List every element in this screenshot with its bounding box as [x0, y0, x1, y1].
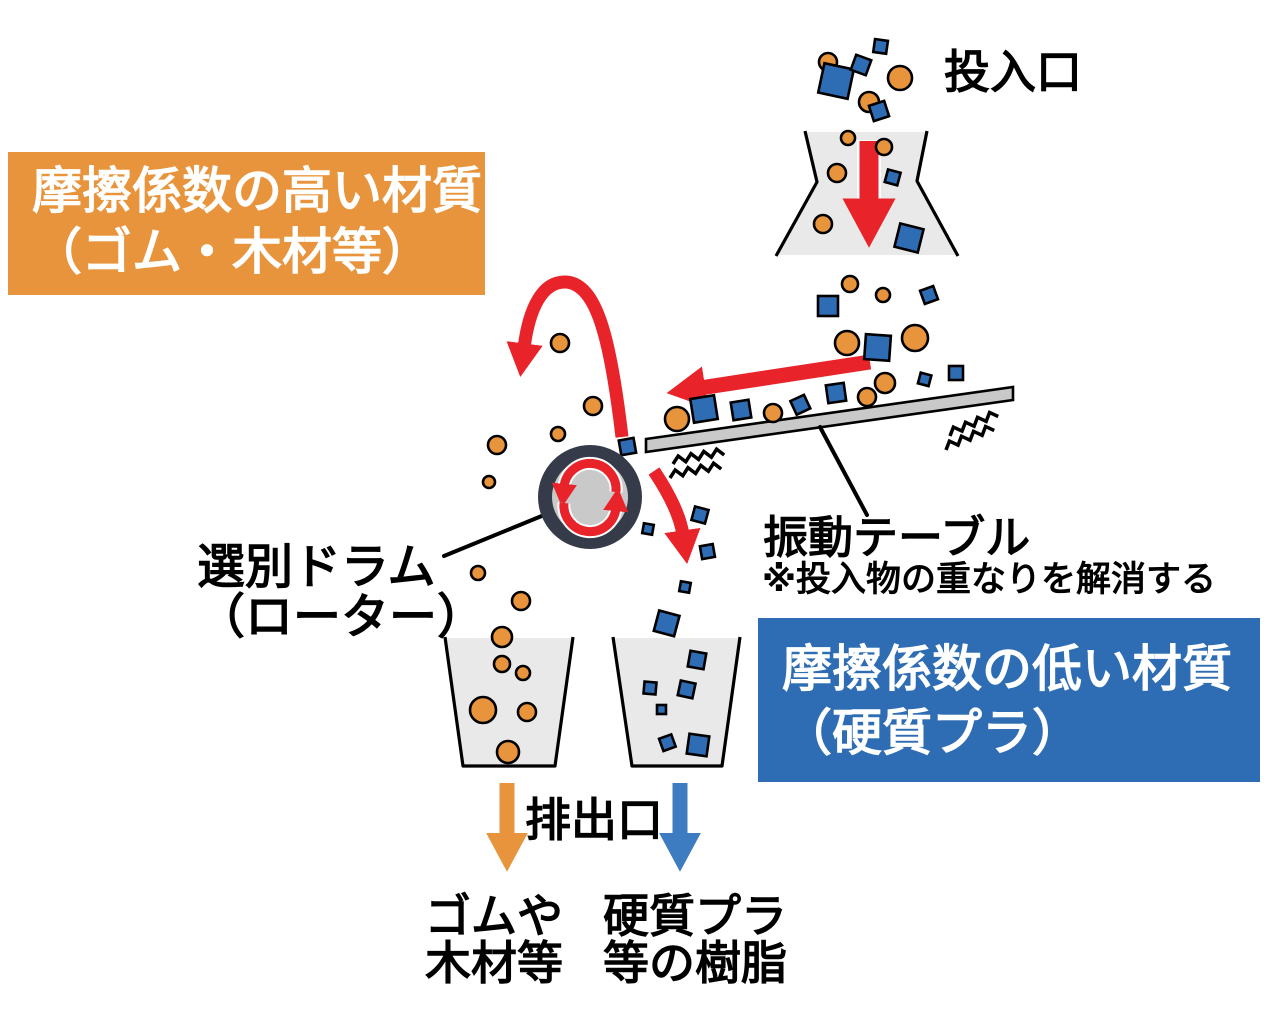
vibration-marks — [668, 410, 999, 479]
right-bin — [611, 636, 742, 768]
high-friction-banner-line2: （ゴム・木材等） — [32, 224, 432, 280]
low-friction-banner-line2: （硬質プラ） — [782, 705, 1082, 761]
high-friction-banner: 摩擦係数の高い材質 （ゴム・木材等） — [8, 152, 485, 295]
low-friction-banner-line1: 摩擦係数の低い材質 — [782, 641, 1232, 697]
right-bin-particles — [642, 649, 711, 758]
high-friction-banner-line1: 摩擦係数の高い材質 — [32, 163, 482, 219]
table-particles — [617, 381, 878, 457]
inlet-particles — [816, 37, 914, 123]
vibration-table-note: ※投入物の重なりを解消する — [762, 560, 1217, 599]
sorting-drum — [538, 445, 642, 549]
vibration-table — [644, 385, 1015, 454]
rubber-output-line2: 木材等 — [425, 937, 563, 989]
plastic-output-line1: 硬質プラ — [603, 890, 787, 942]
rubber-output-line1: ゴムや — [425, 890, 563, 942]
launch-arc-arrow — [506, 273, 631, 439]
table-leader-line — [818, 425, 869, 517]
drum-leader-line — [442, 511, 551, 558]
drum-label-line1: 選別ドラム — [197, 541, 436, 594]
drum-label-line2: （ローター） — [197, 591, 486, 644]
outlet-label: 排出口 — [525, 794, 663, 846]
hopper-particles — [812, 129, 926, 255]
drum-label: 選別ドラム （ローター） — [197, 543, 485, 643]
dropping-particles-right — [640, 504, 717, 638]
low-friction-banner: 摩擦係数の低い材質 （硬質プラ） — [758, 618, 1260, 782]
falling-particles-mid — [816, 274, 965, 395]
rubber-output-label: ゴムや 木材等 — [422, 893, 566, 987]
drop-arrow — [646, 466, 701, 564]
vibration-table-label: 振動テーブル — [763, 512, 1031, 563]
left-bin-particles — [468, 625, 538, 765]
drum-rotation-arrows — [551, 456, 629, 539]
left-bin — [443, 636, 575, 768]
inlet-label: 投入口 — [944, 46, 1082, 98]
plastic-output-label: 硬質プラ 等の樹脂 — [598, 893, 792, 987]
table-arrow — [666, 352, 873, 408]
thrown-particles-left — [469, 332, 604, 612]
plastic-output-line2: 等の樹脂 — [603, 937, 787, 989]
